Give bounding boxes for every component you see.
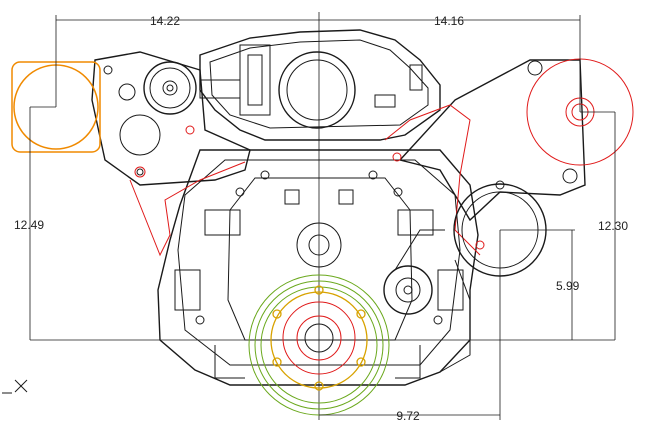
dimension-bottom: 9.72 (319, 230, 501, 423)
dim-right-vertical-text: 12.30 (598, 219, 628, 233)
dimension-left-vertical: 12.49 (14, 107, 44, 340)
throttle-body (199, 29, 441, 141)
dimension-top-right: 14.16 (319, 14, 581, 112)
dimension-right-vertical: 12.30 (580, 111, 628, 340)
dimension-mid-vertical: 5.99 (500, 229, 580, 340)
dim-mid-vertical-text: 5.99 (556, 279, 580, 293)
x-axis-cross-icon (2, 379, 28, 394)
left-bracket (91, 51, 251, 257)
dim-top-right-text: 14.16 (434, 14, 464, 28)
dim-left-vertical-text: 12.49 (14, 218, 44, 232)
dim-top-left-text: 14.22 (150, 14, 180, 28)
crank-bolt-circle (272, 285, 366, 391)
right-bracket (384, 59, 586, 256)
dimension-top-left: 14.22 (30, 14, 319, 108)
left-idler-pulley (143, 61, 197, 115)
right-idler-pulley (439, 183, 547, 373)
tensioner (383, 229, 445, 315)
dim-bottom-text: 9.72 (396, 409, 420, 423)
engine-block (157, 149, 479, 386)
